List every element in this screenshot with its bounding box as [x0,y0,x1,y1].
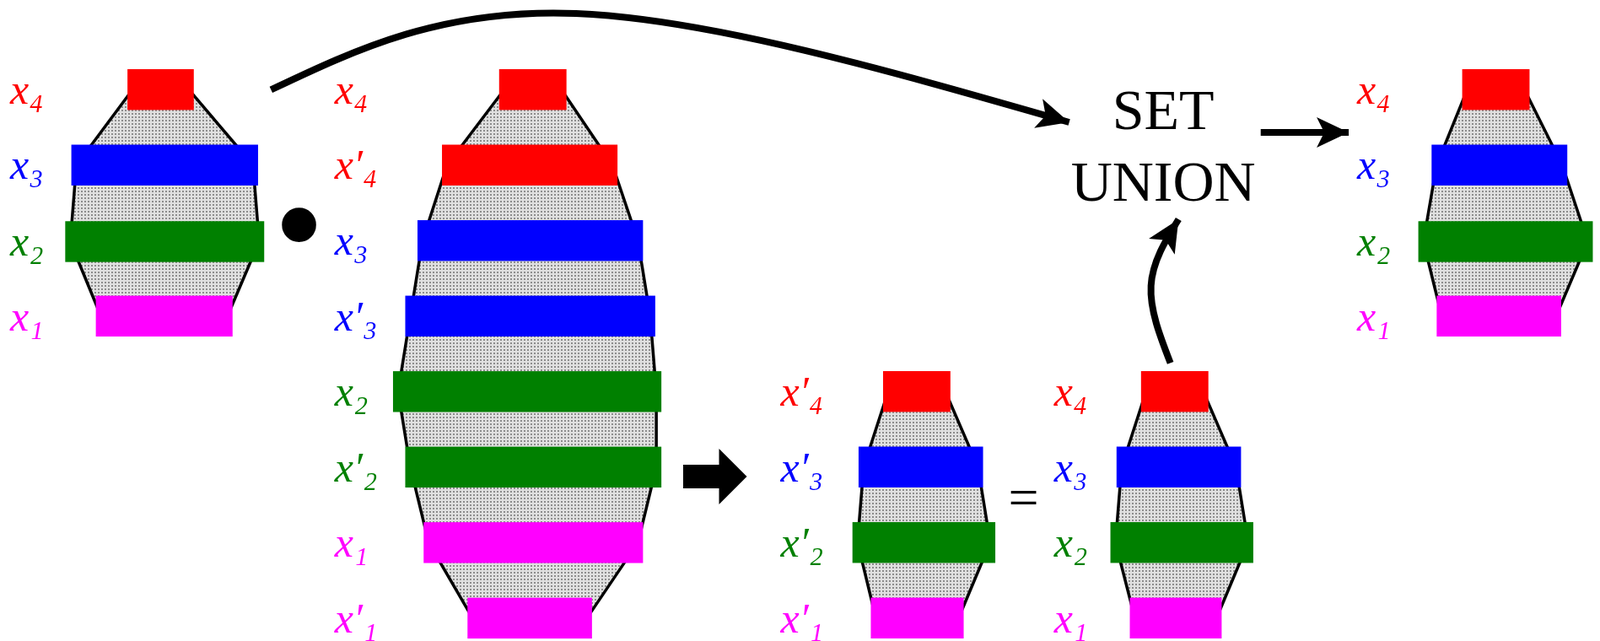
flow-arrow [1260,129,1349,136]
operation-label: SET UNION [1071,74,1256,218]
element-bar [64,221,264,263]
element-label: x₂ [1357,218,1391,265]
element-label: x₄ [1357,66,1391,114]
set-body [1115,392,1248,620]
element-bar [467,597,593,639]
element-label: x₂ [1054,519,1089,566]
element-label: x₃ [334,217,369,264]
equals-sign: = [1007,470,1039,525]
dot-operator: • [263,169,335,288]
set-outline [331,65,665,641]
element-label: x′₂ [334,444,378,491]
element-bar [1116,447,1242,488]
operation-box: SET UNION [1071,74,1256,218]
element-bar [393,371,662,412]
set-body [398,89,657,619]
element-label: x₄ [334,66,369,114]
element-label: x′₁ [334,595,378,641]
set-body [70,89,259,317]
element-bar [1436,296,1562,337]
set-body [856,392,990,620]
element-label: x₂ [334,368,369,415]
set-shape: x′₄ x′₃ x′₂ x′₁ [777,367,999,641]
element-label: x₁ [1054,595,1089,641]
element-label: x₁ [1357,293,1391,340]
element-bar [870,597,964,639]
set-shape: x₄ x₃ x₂ x₁ [1353,65,1596,340]
element-label: x′₃ [781,444,825,491]
element-bar [1109,522,1253,563]
element-bar [404,447,662,488]
element-label: x′₂ [781,519,825,566]
element-bar [851,522,995,563]
element-label: x₃ [1357,141,1391,189]
element-label: x₁ [10,293,44,340]
element-bar [1462,69,1530,110]
element-bar [882,371,950,412]
element-label: x₄ [10,66,44,114]
element-bar [857,447,983,488]
set-outline [6,65,268,340]
element-bar [1431,145,1568,186]
element-label: x₃ [10,141,44,189]
element-bar [96,296,233,337]
element-label: x₁ [334,519,369,566]
element-label: x′₁ [781,595,825,641]
element-bar [1141,371,1209,412]
element-bar [441,145,618,186]
element-bar [127,69,194,110]
element-label: x′₃ [334,293,378,340]
element-label: x′₄ [334,141,378,189]
element-label: x′₄ [781,368,825,415]
element-bar [1418,221,1594,263]
element-bar [1129,597,1222,639]
set-body [1423,89,1589,317]
transform-arrow [683,448,748,505]
element-bar [71,145,259,186]
set-shape: x₄ x₃ x₂ x₁ [6,65,268,340]
element-label: x₂ [10,218,44,265]
element-bar [423,522,643,563]
set-shape: x₄ x₃ x₂ x₁ [1050,367,1257,641]
element-bar [404,296,655,337]
element-label: x₄ [1054,368,1089,415]
set-shape: x₄ x′₄ x₃ x′₃ x₂ x′₂ x₁ x′₁ [331,65,665,641]
flow-arrow [270,12,1069,123]
element-bar [417,220,643,261]
element-bar [499,69,567,110]
flow-arrow [1151,219,1180,363]
element-label: x₃ [1054,444,1089,491]
